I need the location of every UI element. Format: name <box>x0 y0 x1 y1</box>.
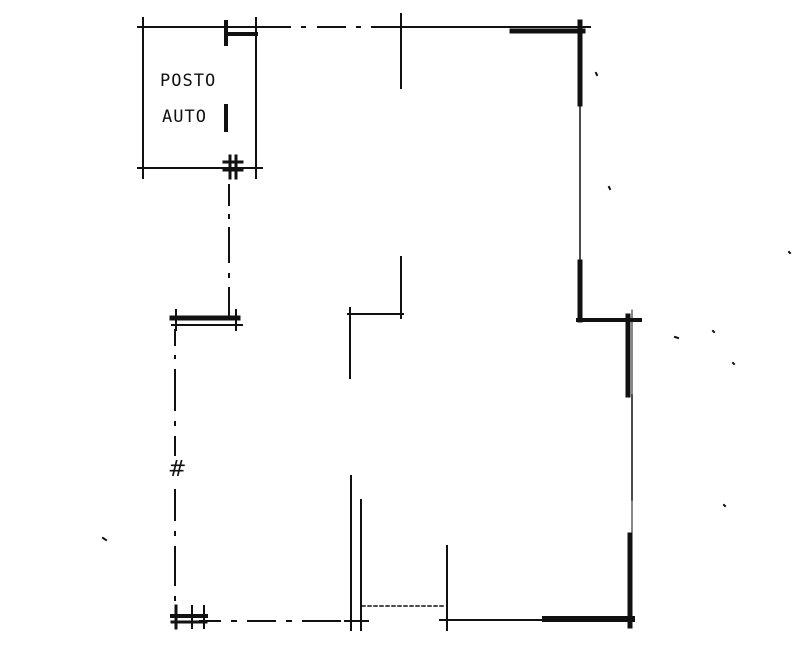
left-upper-wall <box>169 309 243 331</box>
bottom-wall <box>199 616 635 622</box>
middle-partition-walls <box>347 256 404 379</box>
parking-wall-stubs <box>224 20 258 132</box>
parking-label-line1: POSTO <box>160 71 216 91</box>
construction-dots <box>101 71 792 542</box>
left-grid-mark: # <box>168 457 186 482</box>
lower-partition-walls <box>350 475 448 631</box>
parking-label-line2: AUTO <box>162 107 207 127</box>
parking-corner-cross <box>222 154 244 180</box>
right-lower-wall <box>625 309 633 629</box>
parking-space-outline <box>137 17 263 179</box>
bottom-left-corner-mark <box>170 604 208 630</box>
right-upper-wall <box>509 19 642 323</box>
